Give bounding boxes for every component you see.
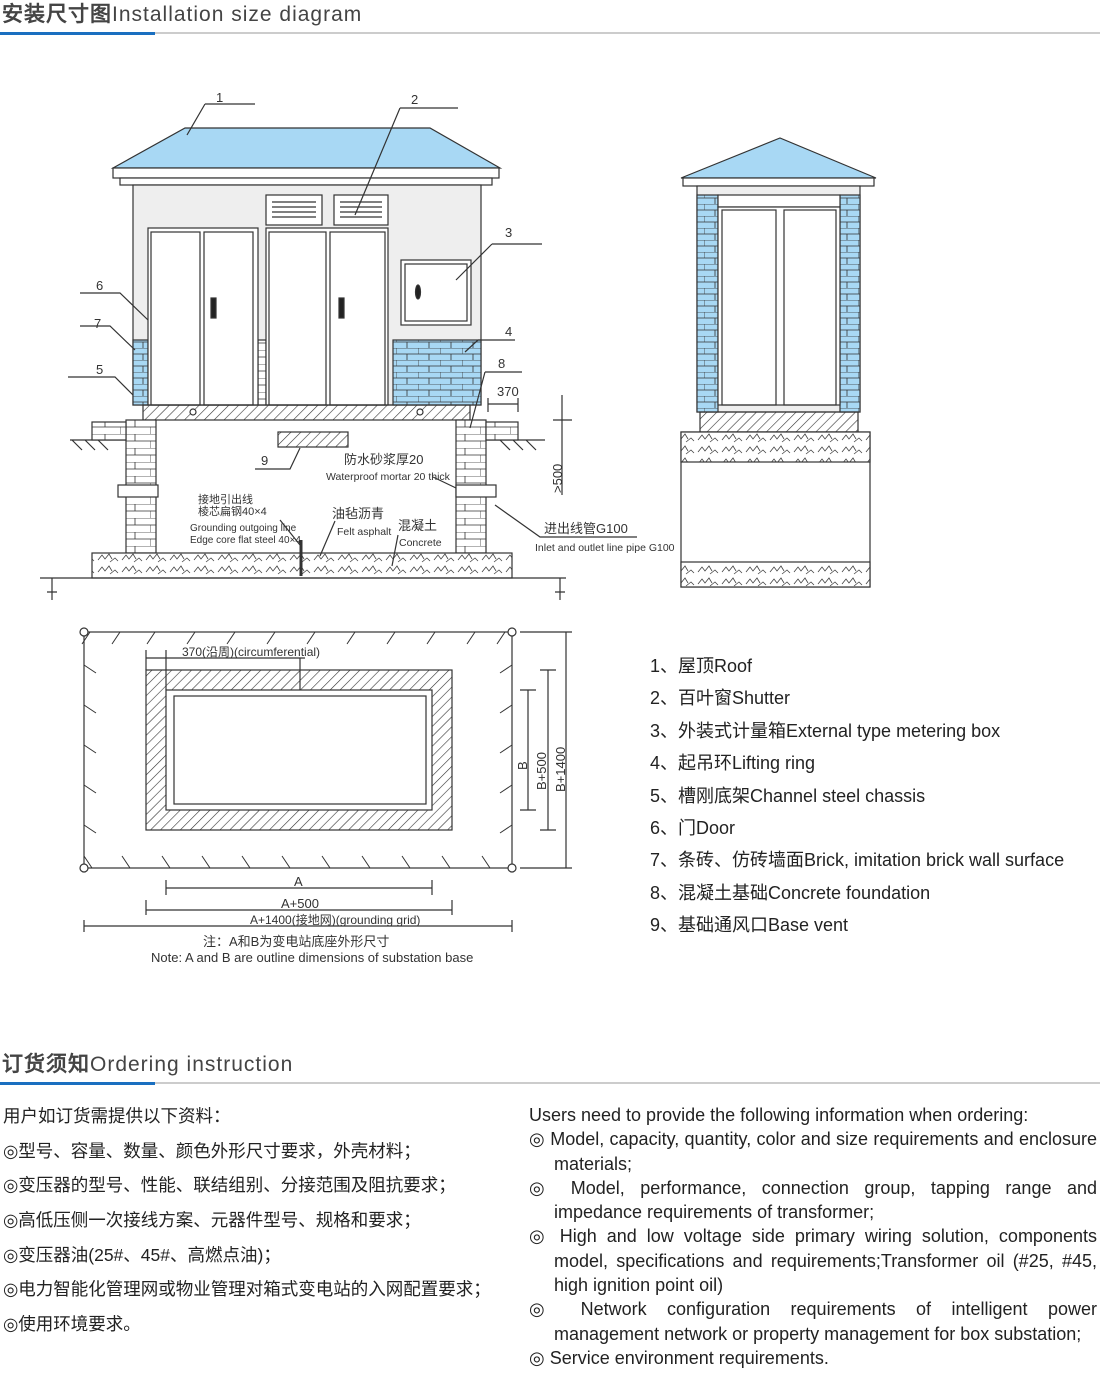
plan-a1400: A+1400(接地网)(grounding grid) [250,912,420,927]
plan-b: B [515,761,530,770]
section-header-ordering: 订货须知Ordering instruction [0,1050,1100,1085]
callout-8: 8 [498,356,505,371]
concrete-cn: 混凝土 [398,518,437,533]
plan-b1400: B+1400 [553,747,568,792]
plan-370: 370(沿周)(circumferential) [182,645,320,659]
pipe-cn: 进出线管G100 [544,521,628,536]
mortar-cn: 防水砂浆厚20 [344,452,423,467]
legend-item: 7、条砖、仿砖墙面Brick, imitation brick wall sur… [650,850,1065,871]
ordering-en-item: ◎ Model, performance, connection group, … [529,1177,1097,1223]
legend-item: 9、基础通风口Base vent [650,915,849,936]
ordering-cn-line: ◎型号、容量、数量、颜色外形尺寸要求，外壳材料； [3,1140,421,1161]
ground-cn2: 棱芯扁钢40×4 [198,504,267,518]
felt-en: Felt asphalt [337,526,391,538]
chassis [142,404,471,421]
plan-b500: B+500 [534,752,549,790]
callout-6: 6 [96,278,103,293]
callout-1: 1 [216,90,223,105]
legend-list: 1、屋顶Roof 2、百叶窗Shutter 3、外装式计量箱External t… [650,652,1064,944]
ordering-cn-line: ◎电力智能化管理网或物业管理对箱式变电站的入网配置要求； [3,1279,491,1300]
legend-item: 3、外装式计量箱External type metering box [650,720,1001,741]
base-vent [277,431,349,448]
callout-5: 5 [96,362,103,377]
note-cn: 注：A和B为变电站底座外形尺寸 [203,934,389,949]
section-header-installation: 安装尺寸图Installation size diagram [0,0,1100,35]
callout-9: 9 [261,453,268,468]
concrete-en: Concrete [399,537,442,549]
ground-en2: Edge core flat steel 40×4 [190,535,301,546]
ordering-en-item: ◎ High and low voltage side primary wiri… [529,1226,1097,1296]
ordering-cn-line: ◎变压器的型号、性能、联结组别、分接范围及阻抗要求； [3,1175,456,1196]
door [265,227,389,406]
note-en: Note: A and B are outline dimensions of … [151,950,473,965]
section-title-en: Ordering instruction [90,1053,294,1076]
mortar-en: Waterproof mortar 20 thick [326,471,451,483]
plan-a500: A+500 [281,896,319,911]
callout-7: 7 [94,316,101,331]
legend-item: 4、起吊环Lifting ring [650,753,816,774]
ordering-cn-line: ◎使用环境要求。 [3,1314,141,1335]
legend-item: 1、屋顶Roof [650,656,753,676]
callout-3: 3 [505,225,512,240]
door [147,227,259,406]
ordering-en: Users need to provide the following info… [529,1103,1097,1370]
ordering-en-intro: Users need to provide the following info… [529,1105,1029,1125]
legend-item: 6、门Door [650,817,736,838]
ordering-cn-line: ◎高低压侧一次接线方案、元器件型号、规格和要求； [3,1210,421,1231]
legend-item: 5、槽刚底架Channel steel chassis [650,785,926,806]
accent-underline [0,1082,155,1085]
ordering-en-item: ◎ Model, capacity, quantity, color and s… [529,1129,1097,1174]
legend-item: 8、混凝土基础Concrete foundation [650,882,931,903]
section-title-cn: 安装尺寸图 [2,3,112,26]
legend-item: 2、百叶窗Shutter [650,688,791,709]
pipe-en: Inlet and outlet line pipe G100 [535,542,675,554]
section-title-en: Installation size diagram [112,3,363,26]
roof [110,127,503,169]
shutter [265,194,323,226]
plan-a: A [294,874,303,889]
installation-diagram: 1 2 3 4 5 6 7 8 9 370 >500 防水砂浆厚20 Water… [40,90,877,965]
ordering-cn-line: 用户如订货需提供以下资料： [3,1106,231,1126]
felt-cn: 油毡沥青 [332,506,384,521]
ground-cn1: 接地引出线 [198,492,253,506]
section-title-cn: 订货须知 [2,1053,90,1076]
ordering-en-item: ◎ Network configuration requirements of … [529,1299,1097,1344]
dim-500: >500 [550,464,565,493]
ground-en1: Grounding outgoing line [190,523,297,534]
ordering-cn-line: ◎变压器油(25#、45#、高燃点油)； [3,1244,281,1265]
metering-box [400,259,472,326]
ordering-cn: 用户如订货需提供以下资料： ◎型号、容量、数量、颜色外形尺寸要求，外壳材料； ◎… [3,1103,491,1346]
callout-2: 2 [411,92,418,107]
ordering-en-item: ◎ Service environment requirements. [529,1347,829,1368]
accent-underline [0,32,155,35]
dim-370: 370 [497,384,519,399]
callout-4: 4 [505,324,512,339]
